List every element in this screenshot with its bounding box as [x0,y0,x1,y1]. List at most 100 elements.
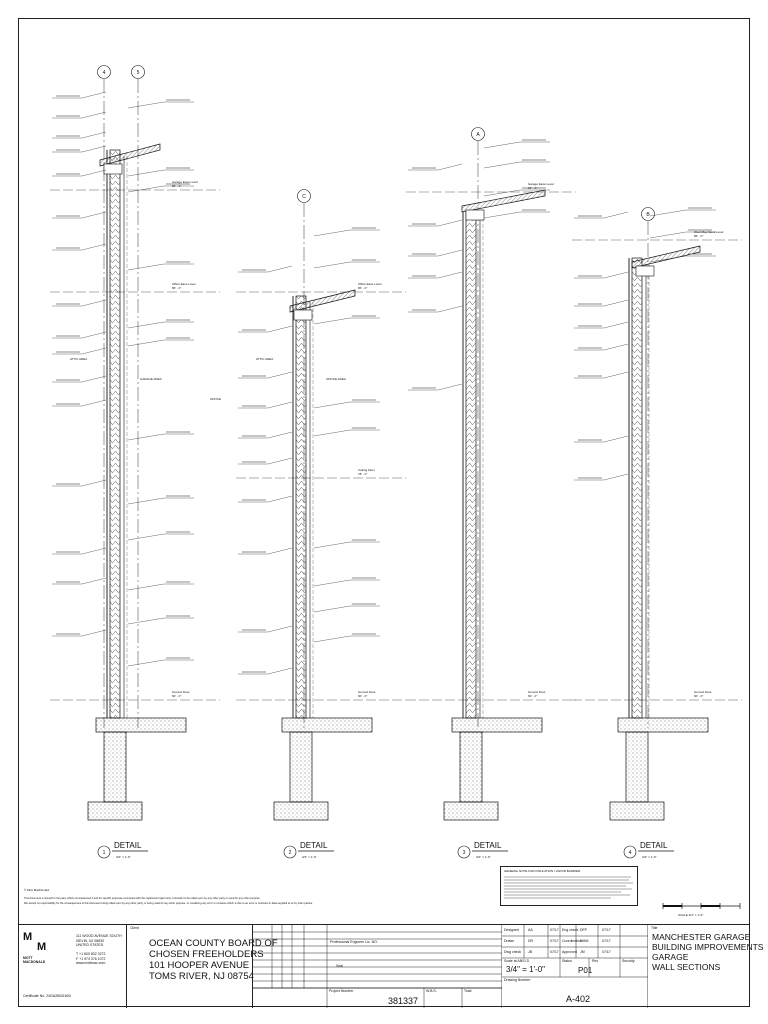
firm-address-line: UNITED STATES [76,943,104,947]
roof-panel [99,143,161,167]
detail-title: DETAIL [300,841,328,850]
rev-label: Rev [592,959,599,963]
wall-insulation [295,295,307,719]
scale-bar-label: SCALE 3/4" = 1'-0" [678,913,704,917]
level-name: Office Eave Level [172,282,196,286]
signoff-label: Drawn [504,939,515,943]
level-name: Garage Eave Level [172,180,198,184]
roof-panel [631,245,701,269]
signoff-label2: Coordination [562,939,582,943]
floor-slab [451,717,543,733]
level-elevation: 60' - 0" [172,694,181,698]
signoff-initials: AA [528,928,533,932]
detail-number: 1 [103,850,106,856]
grid-bubble [471,127,485,141]
disclaimer-note-2: We accept no responsibility for the cons… [24,902,313,905]
signoff-initials: JB [528,950,533,954]
room-label: GARAGE AREA [140,377,162,381]
drawing-scale: 3/4" = 1'-0" [506,965,546,974]
signoff-label: Designed [504,928,519,932]
security-label: Security [622,959,635,963]
detail-number: 4 [629,850,632,856]
seal-label: Seal [336,964,344,968]
grid-bubble [97,65,111,79]
signoff-label: Dwg check [504,950,522,954]
grid-label: A [476,132,480,138]
status-label: Status [562,959,572,963]
foundation-wall [625,731,649,803]
certificate-number: Certificate No. 24GA28031600 [23,994,71,998]
footing [273,801,329,821]
foundation-wall [103,731,127,803]
client-line: 101 HOOPER AVENUE [149,960,250,971]
level-elevation: 86' - 0" [172,286,181,290]
signoff-date2: 07/17 [602,939,611,943]
disclaimer-note-1: This document is issued for the party wh… [24,897,261,900]
wbs-label: W.B.S. [426,989,437,993]
project-title-line: BUILDING IMPROVEMENTS [652,942,764,952]
grid-label: C [302,194,306,200]
project-title-line: WALL SECTIONS [652,962,721,972]
foundation-wall [289,731,313,803]
graphic-scale-bar [662,903,741,909]
detail-bubble [97,845,111,859]
level-elevation: 60' - 0" [694,694,703,698]
level-name: Ground Floor [358,690,376,694]
gutter [465,209,485,221]
level-name: Office Eave Level [358,282,382,286]
level-elevation: 78' - 0" [358,472,367,476]
client-line: OCEAN COUNTY BOARD OF [149,938,278,949]
grid-label: B [646,212,650,218]
level-elevation: 60' - 0" [358,694,367,698]
firm-name: MOTT MACDONALD [23,956,46,964]
foundation-wall [459,731,483,803]
drawing-number-label: Drawing Number [504,978,531,982]
project-title-line: GARAGE [652,952,689,962]
room-label: OFFICE [210,397,221,401]
total-label: Total [464,989,472,993]
level-elevation: 86' - 0" [358,286,367,290]
general-note-box: GENERAL NOTE FOR INSULATION / VAPOR BARR… [500,866,638,906]
firm-address-line: T +1 800 832 3272 [76,952,106,956]
level-elevation: 60' - 0" [528,694,537,698]
project-title-line: MANCHESTER GARAGE [652,932,751,942]
signoff-date: 07/17 [550,950,559,954]
signoff-initials2: DFP [580,928,587,932]
roof-panel [289,289,356,313]
room-label: ATTIC AREA [256,357,273,361]
wall-insulation [631,257,643,719]
gutter [103,163,123,175]
signoff-label2: Eng check [562,928,579,932]
sheet-border [18,18,750,1007]
detail-bubble [457,845,471,859]
detail-number: 2 [289,850,292,856]
signoff-date2: 07/17 [602,928,611,932]
wall-insulation [109,149,121,719]
signoff-date: 07/17 [550,939,559,943]
drawing-status: P01 [578,966,593,975]
detail-scale: 3/4" = 1'-0" [116,855,131,859]
engineer-license-label: Professional Engineer Lic. NO. [330,940,378,944]
drawing-number: A-402 [566,994,591,1004]
project-number-label: Project Number [329,989,354,993]
grid-label: 5 [137,70,140,76]
firm-address-line: ISELIN, NJ 08830 [76,938,105,943]
copyright-note: © Mott MacDonald [24,888,49,892]
level-name: Ground Floor [528,690,546,694]
detail-title: DETAIL [640,841,668,850]
grid-label: 4 [103,70,106,76]
detail-scale: 3/4" = 1'-0" [476,855,491,859]
footing [443,801,499,821]
client-label: Client [130,926,139,930]
revision-table [252,925,502,1008]
level-name: Ground Floor [694,690,712,694]
roof-panel [461,189,546,213]
level-name: Ceiling Floor [358,468,375,472]
detail-bubble [623,845,637,859]
